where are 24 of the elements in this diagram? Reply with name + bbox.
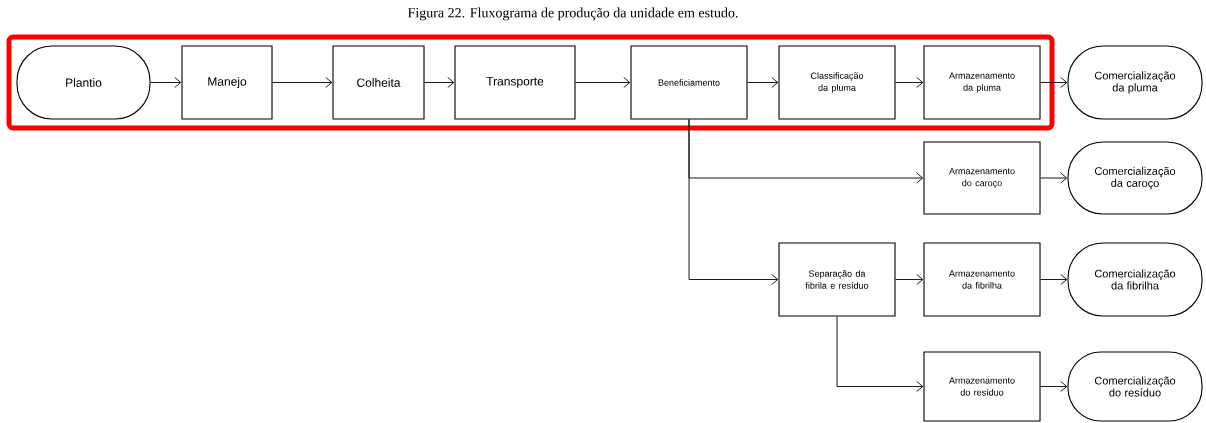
arrow: [1040, 274, 1068, 285]
process-box: Armazenamento do caroço: [923, 141, 1041, 215]
process-box: Manejo: [181, 45, 273, 120]
arrow: [836, 316, 924, 392]
process-box: Armazenamento da pluma: [923, 45, 1041, 120]
figure-title: Figura 22. Fluxograma de produção da unidade em estudo.: [408, 7, 738, 21]
arrow: [272, 77, 333, 88]
process-box: Colheita: [332, 45, 425, 120]
arrow: [424, 77, 455, 88]
arrow: [1040, 77, 1068, 88]
process-box: Classificação da pluma: [778, 45, 896, 120]
process-box: Armazenamento do resíduo: [923, 351, 1041, 422]
process-box: Beneficiamento: [630, 45, 748, 120]
arrow: [150, 77, 182, 88]
arrow: [747, 77, 779, 88]
process-box: Armazenamento da fibrilha: [923, 242, 1041, 317]
arrow: [895, 274, 924, 285]
arrow: [575, 77, 631, 88]
arrow: [895, 77, 924, 88]
process-box: Transporte: [454, 45, 576, 120]
process-box: Separação da fibrila e resíduo: [778, 242, 896, 317]
arrow: [1040, 381, 1068, 392]
arrow: [688, 119, 779, 285]
arrow: [1040, 172, 1068, 184]
